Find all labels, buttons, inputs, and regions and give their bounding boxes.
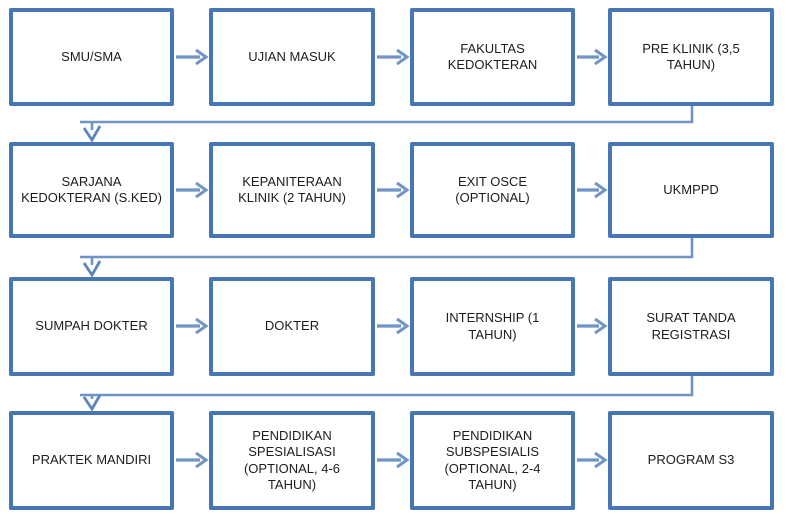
flow-box-label: FAKULTAS KEDOKTERAN	[447, 40, 538, 72]
flow-box-label: UJIAN MASUK	[248, 48, 336, 64]
flow-box-kepaniteraan-klinik: KEPANITERAAN KLINIK (2 TAHUN)	[209, 142, 375, 238]
arrow-right-icon	[577, 451, 608, 469]
flow-box-label: PENDIDIKAN SUBSPESIALIS (OPTIONAL, 2-4 T…	[444, 428, 541, 492]
flow-box-internship: INTERNSHIP (1 TAHUN)	[410, 277, 575, 376]
arrow-right-icon	[577, 48, 608, 66]
flow-box-label: INTERNSHIP (1 TAHUN)	[445, 310, 540, 342]
flow-box-sumpah-dokter: SUMPAH DOKTER	[9, 277, 174, 376]
flow-box-sarjana-kedokteran: SARJANA KEDOKTERAN (S.KED)	[9, 142, 174, 238]
arrow-right-icon	[377, 451, 410, 469]
flow-box-pendidikan-spesialisasi: PENDIDIKAN SPESIALISASI (OPTIONAL, 4-6 T…	[209, 411, 375, 510]
flow-box-label: PENDIDIKAN SPESIALISASI (OPTIONAL, 4-6 T…	[243, 428, 341, 492]
row-connector-arrow-down-icon	[80, 106, 694, 143]
arrow-right-icon	[377, 48, 410, 66]
flow-box-label: PRE KLINIK (3,5 TAHUN)	[642, 40, 740, 72]
row-connector-arrow-down-icon	[80, 376, 694, 412]
flow-box-label: SMU/SMA	[61, 48, 122, 64]
flow-box-label: UKMPPD	[663, 181, 719, 197]
flow-box-ujian-masuk: UJIAN MASUK	[209, 8, 375, 106]
flow-box-label: PRAKTEK MANDIRI	[31, 452, 152, 468]
flow-box-label: SARJANA KEDOKTERAN (S.KED)	[21, 173, 162, 205]
flow-box-label: KEPANITERAAN KLINIK (2 TAHUN)	[238, 173, 346, 205]
flow-box-praktek-mandiri: PRAKTEK MANDIRI	[9, 411, 174, 510]
flow-box-pre-klinik: PRE KLINIK (3,5 TAHUN)	[608, 8, 774, 106]
arrow-right-icon	[176, 317, 209, 335]
flow-box-label: DOKTER	[264, 318, 320, 334]
arrow-right-icon	[377, 181, 410, 199]
arrow-right-icon	[176, 181, 209, 199]
arrow-right-icon	[377, 317, 410, 335]
flow-box-program-s3: PROGRAM S3	[608, 411, 774, 510]
flow-box-label: PROGRAM S3	[647, 452, 735, 468]
flow-box-dokter: DOKTER	[209, 277, 375, 376]
flow-box-ukmppd: UKMPPD	[608, 142, 774, 238]
arrow-right-icon	[176, 48, 209, 66]
arrow-right-icon	[577, 317, 608, 335]
flow-box-fakultas-kedokteran: FAKULTAS KEDOKTERAN	[410, 8, 575, 106]
arrow-right-icon	[577, 181, 608, 199]
flow-box-exit-osce: EXIT OSCE (OPTIONAL)	[410, 142, 575, 238]
flow-box-label: SURAT TANDA REGISTRASI	[646, 310, 736, 342]
flow-box-label: EXIT OSCE (OPTIONAL)	[455, 173, 530, 205]
flow-box-label: SUMPAH DOKTER	[35, 318, 148, 334]
flow-box-pendidikan-subspesialis: PENDIDIKAN SUBSPESIALIS (OPTIONAL, 2-4 T…	[410, 411, 575, 510]
flow-box-smu-sma: SMU/SMA	[9, 8, 174, 106]
row-connector-arrow-down-icon	[80, 238, 694, 278]
flow-box-surat-tanda-registrasi: SURAT TANDA REGISTRASI	[608, 277, 774, 376]
arrow-right-icon	[176, 451, 209, 469]
